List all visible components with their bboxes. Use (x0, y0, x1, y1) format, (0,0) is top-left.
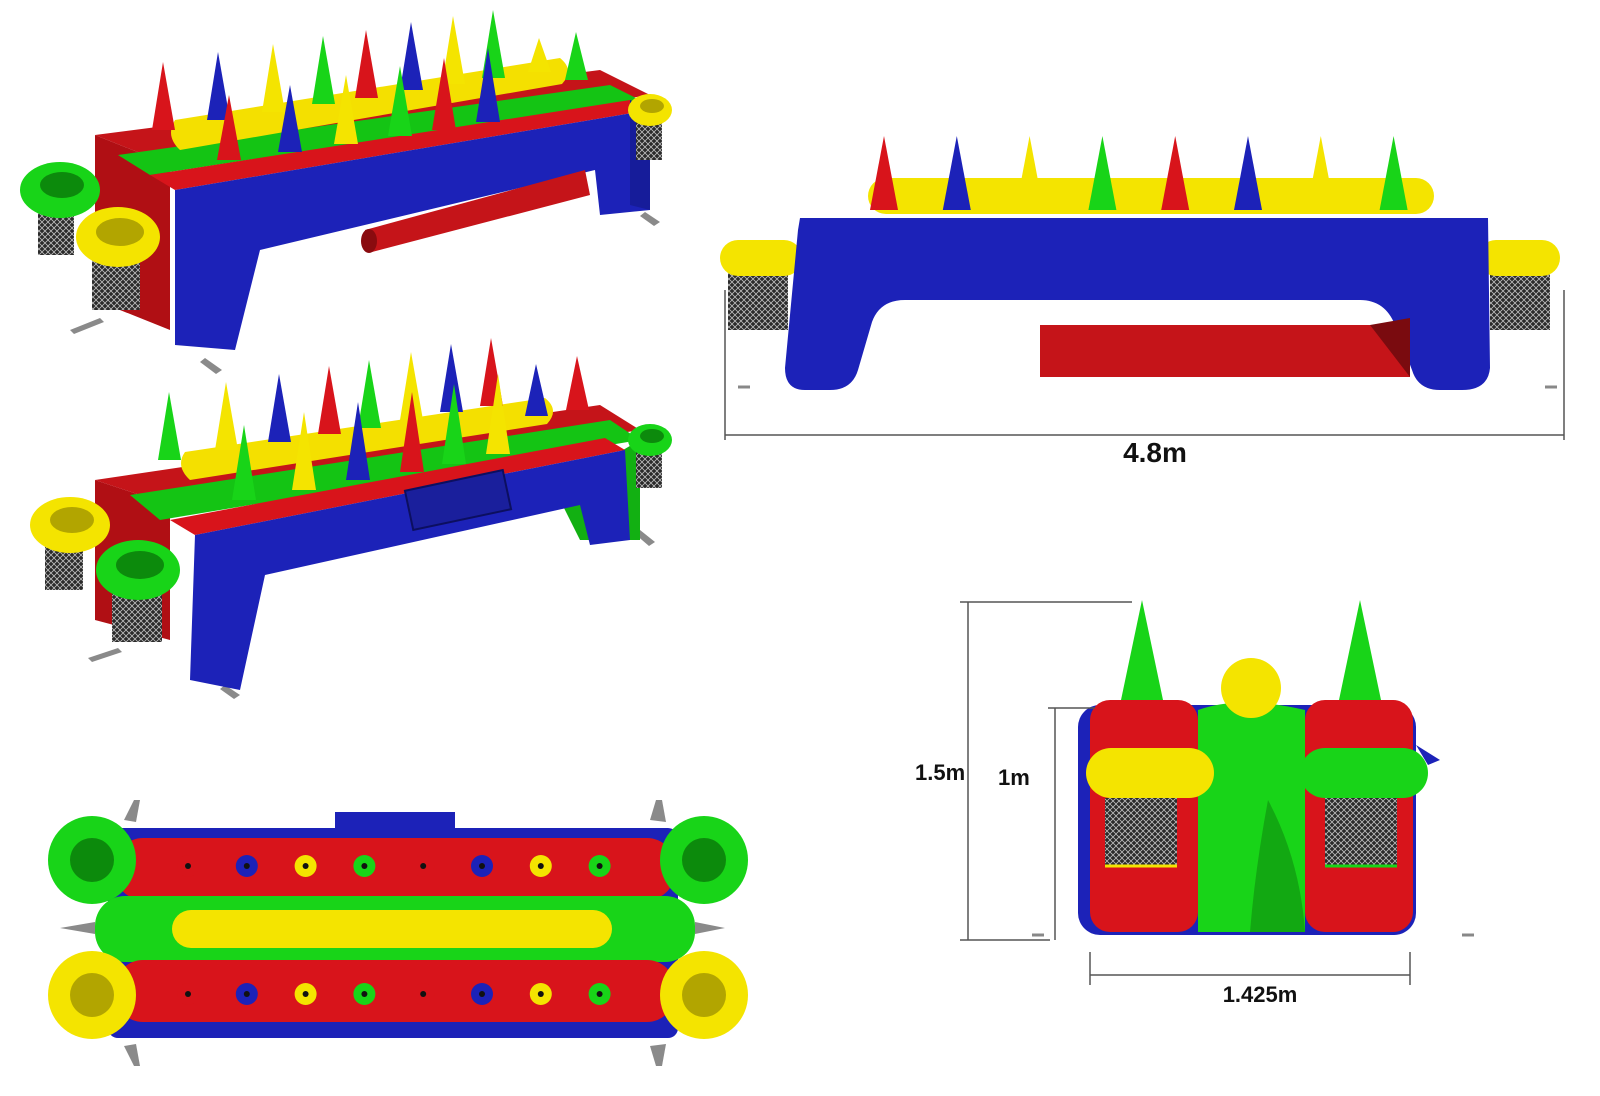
cone-green (1379, 136, 1408, 210)
cone-yellow (1015, 136, 1044, 210)
perspective-view-top (20, 10, 672, 374)
cone-blue (942, 136, 971, 210)
cone-red (1161, 136, 1190, 210)
cone-red (870, 136, 898, 210)
length-dimension-label: 4.8m (1123, 437, 1187, 468)
side-elevation-view: 4.8m (720, 136, 1565, 468)
cone-green (1088, 136, 1117, 210)
width-dimension-label: 1.425m (1223, 982, 1298, 1007)
front-elevation-view: 1.5m 1m 1.425m (915, 600, 1474, 1007)
body-height-dimension-label: 1m (998, 765, 1030, 790)
cone-yellow (1306, 136, 1335, 210)
total-height-dimension-label: 1.5m (915, 760, 965, 785)
perspective-view-middle (30, 338, 672, 699)
top-plan-view (48, 800, 748, 1066)
cone-blue (1234, 136, 1262, 210)
